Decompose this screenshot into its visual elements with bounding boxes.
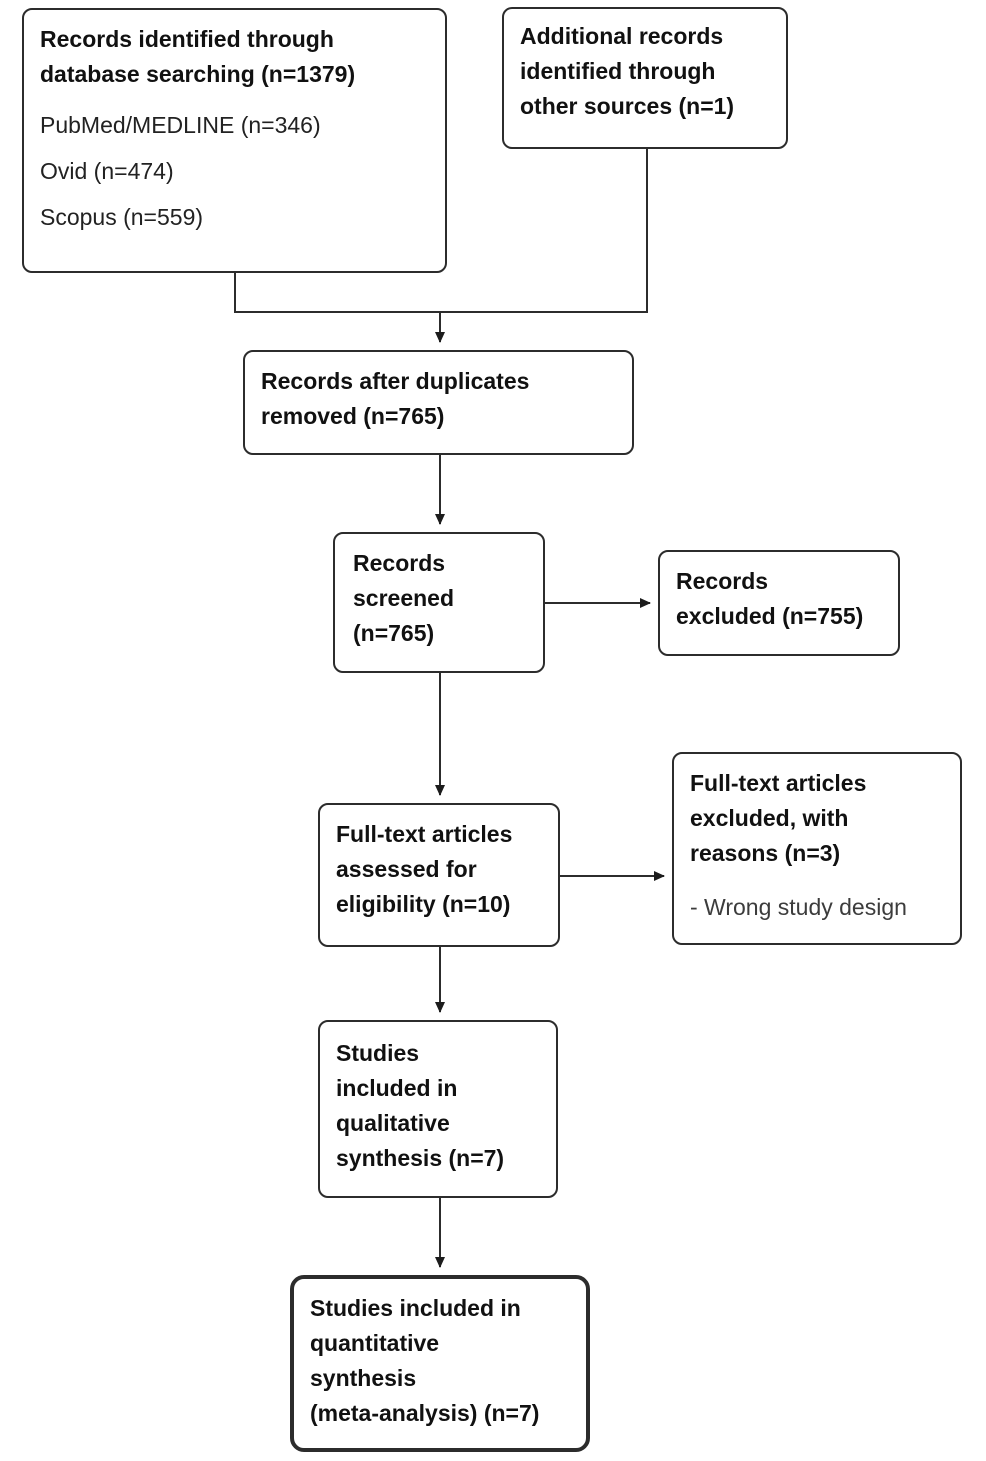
box-records-after-duplicates: Records after duplicates removed (n=765) <box>243 350 634 455</box>
title-line: Additional records <box>520 23 724 49</box>
box-additional-records: Additional records identified through othe… <box>502 7 788 149</box>
title-line: Records <box>353 550 446 576</box>
box-qualitative-synthesis: Studies included in qualitative synthesis (… <box>318 1020 558 1198</box>
title-line: Studies included in <box>310 1295 521 1321</box>
box-fulltext-excluded-title: Full-text articles excluded, with reasons … <box>690 766 944 871</box>
box-records-identified-sources: PubMed/MEDLINE (n=346) Ovid (n=474) Scopus… <box>40 110 429 232</box>
title-line: reasons (n=3) <box>690 840 841 866</box>
title-line: Records identified through <box>40 26 334 52</box>
title-line: removed (n=765) <box>261 403 445 429</box>
box-quantitative-synthesis-title: Studies included in quantitative synthesis… <box>310 1291 570 1431</box>
box-records-identified-title: Records identified through database searc… <box>40 22 429 92</box>
box-fulltext-excluded: Full-text articles excluded, with reasons … <box>672 752 962 945</box>
title-line: (meta-analysis) (n=7) <box>310 1400 540 1426</box>
title-line: identified through <box>520 58 716 84</box>
title-line: database searching (n=1379) <box>40 61 356 87</box>
title-line: qualitative <box>336 1110 450 1136</box>
title-line: Records <box>676 568 769 594</box>
title-line: Full-text articles <box>336 821 513 847</box>
box-fulltext-assessed: Full-text articles assessed for eligibilit… <box>318 803 560 947</box>
title-line: quantitative <box>310 1330 440 1356</box>
source-line: PubMed/MEDLINE (n=346) <box>40 112 321 138</box>
title-line: assessed for <box>336 856 477 882</box>
source-line: Scopus (n=559) <box>40 204 204 230</box>
title-line: excluded (n=755) <box>676 603 864 629</box>
title-line: other sources (n=1) <box>520 93 735 119</box>
box-records-screened-title: Records screened (n=765) <box>353 546 527 651</box>
title-line: Records after duplicates <box>261 368 530 394</box>
title-line: synthesis (n=7) <box>336 1145 505 1171</box>
box-records-excluded: Records excluded (n=755) <box>658 550 900 656</box>
title-line: screened <box>353 585 455 611</box>
box-quantitative-synthesis: Studies included in quantitative synthesis… <box>290 1275 590 1452</box>
title-line: excluded, with <box>690 805 849 831</box>
title-line: Studies <box>336 1040 420 1066</box>
box-additional-records-title: Additional records identified through othe… <box>520 19 770 124</box>
source-line: Ovid (n=474) <box>40 158 174 184</box>
box-records-identified: Records identified through database searc… <box>22 8 447 273</box>
box-records-excluded-title: Records excluded (n=755) <box>676 564 882 634</box>
fulltext-excluded-reason: - Wrong study design <box>690 894 907 920</box>
box-records-screened: Records screened (n=765) <box>333 532 545 673</box>
title-line: (n=765) <box>353 620 435 646</box>
title-line: Full-text articles <box>690 770 867 796</box>
box-records-after-duplicates-title: Records after duplicates removed (n=765) <box>261 364 616 434</box>
box-fulltext-assessed-title: Full-text articles assessed for eligibilit… <box>336 817 542 922</box>
title-line: included in <box>336 1075 458 1101</box>
title-line: eligibility (n=10) <box>336 891 511 917</box>
title-line: synthesis <box>310 1365 417 1391</box>
box-qualitative-synthesis-title: Studies included in qualitative synthesis (… <box>336 1036 540 1176</box>
